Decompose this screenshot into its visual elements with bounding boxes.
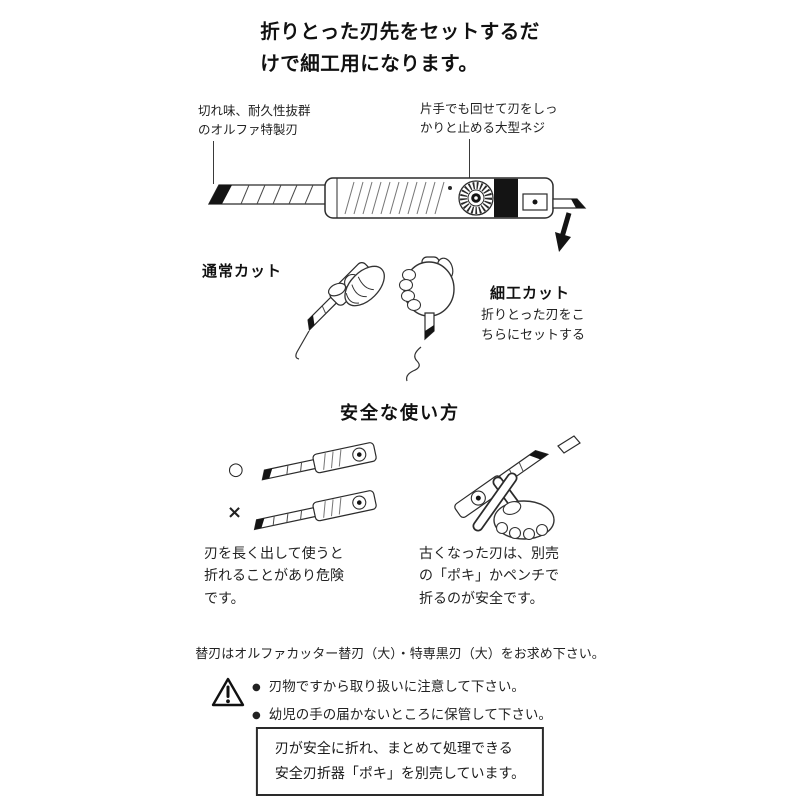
old-blade-caption-line-1: 古くなった刃は、別売 [419,546,559,562]
detail-cut-arrow-icon [555,212,572,252]
detail-cut-note-line-2: ちらにセットする [481,328,586,344]
detail-cut-note: 折りとった刃をこ ちらにセットする [481,306,585,346]
poki-info-line-1: 刃が安全に折れ、まとめて処理できる [274,741,513,757]
screw-annotation-line-2: かりと止める大型ネジ [420,119,546,135]
locking-dial-icon [458,180,494,216]
detail-cut-note-line-1: 折りとった刃をこ [481,308,585,323]
old-blade-caption-line-2: の「ポキ」かペンチで [419,568,559,585]
blade-annotation-line-2: のオルファ特製刃 [198,121,299,137]
warning-triangle-icon [211,677,245,707]
bullet-icon: ● [252,682,261,693]
warning-item: ● 刃物ですから取り扱いに注意して下さい。 [252,675,552,695]
warning-item: ● 幼児の手の届かないところに保管して下さい。 [252,703,552,723]
warning-item-text: 幼児の手の届かないところに保管して下さい。 [268,707,552,723]
title-line-1: 折りとった刃先をセットするだ [260,20,540,43]
normal-cut-hand-illustration [295,262,385,360]
screw-annotation-line-1: 片手でも回せて刃をしっ [420,101,558,116]
poki-info-line-2: 安全刃折器「ポキ」を別売しています。 [274,765,526,782]
blade-length-caption-line-3: です。 [204,590,245,607]
blade-length-illustration [253,442,377,531]
detail-cut-label: 細工カット [490,284,571,302]
cutter-knife-illustration [207,177,587,219]
blade-annotation: 切れ味、耐久性抜群 のオルファ特製刃 [198,102,311,140]
warning-list: ● 刃物ですから取り扱いに注意して下さい。 ● 幼児の手の届かないところに保管し… [252,675,552,723]
gripping-fist-illustration [398,256,455,382]
bullet-icon: ● [252,710,261,721]
blade-length-caption: 刃を長く出して使うと 折れることがあり危険 です。 [204,543,344,610]
title-line-2: けで細工用になります。 [260,52,479,76]
screw-leader-line [469,139,470,180]
ng-mark: × [227,502,243,523]
warning-item-text: 刃物ですから取り扱いに注意して下さい。 [268,679,525,695]
screw-annotation: 片手でも回せて刃をしっ かりと止める大型ネジ [420,100,558,138]
replacement-blade-note: 替刃はオルファカッター替刃（大）・特専黒刃（大）をお求め下さい。 [195,647,605,662]
blade-leader-line [213,141,214,184]
blade-length-caption-line-1: 刃を長く出して使うと [204,546,344,562]
normal-cut-label: 通常カット [202,262,283,280]
page-title: 折りとった刃先をセットするだ けで細工用になります。 [0,16,800,80]
pliers-snapping-illustration [454,435,581,540]
safety-heading: 安全な使い方 [340,403,460,424]
old-blade-caption: 古くなった刃は、別売 の「ポキ」かペンチで 折るのが安全です。 [419,543,559,610]
old-blade-caption-line-3: 折るのが安全です。 [419,590,544,607]
poki-info-box: 刃が安全に折れ、まとめて処理できる 安全刃折器「ポキ」を別売しています。 [255,727,545,796]
blade-length-caption-line-2: 折れることがあり危険 [204,568,344,585]
ok-mark: ○ [228,459,244,480]
blade-annotation-line-1: 切れ味、耐久性抜群 [198,103,311,118]
